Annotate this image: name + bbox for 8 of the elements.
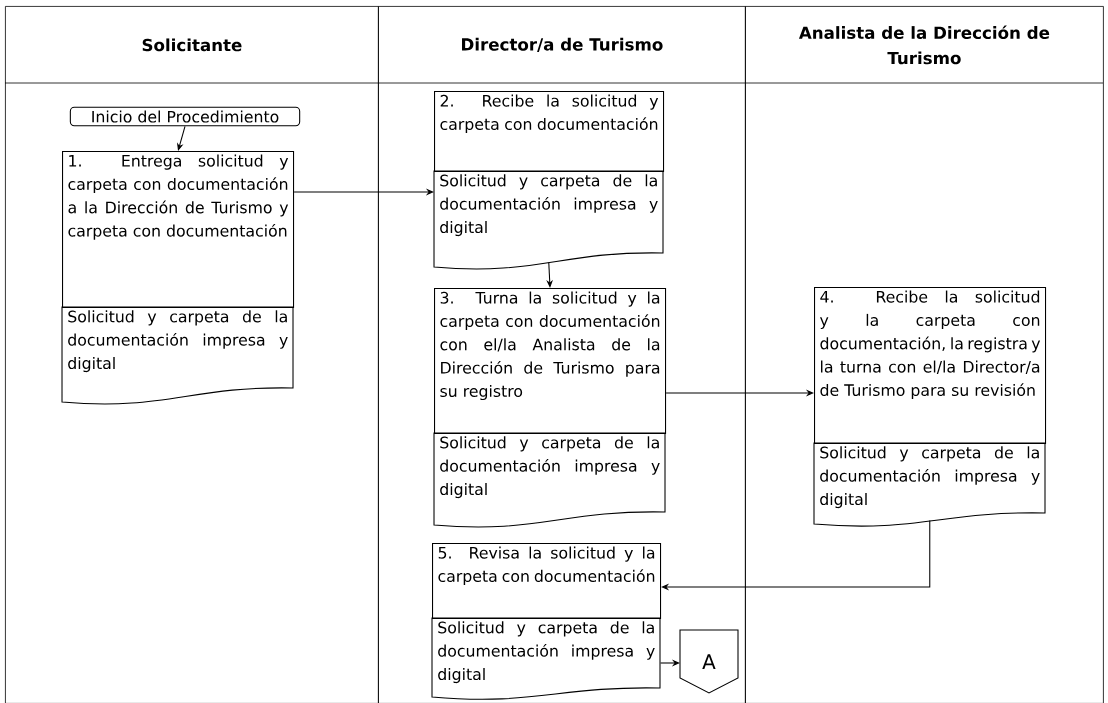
process-box: 5. Revisa la solicitud y la carpeta con documentación	[432, 543, 662, 620]
process-box: 1. Entrega solicitud y carpeta con documentación a la Dirección de Turismo y carpeta con documentación	[62, 151, 295, 309]
arrow	[661, 520, 931, 591]
process-box: 3. Turna la solicitud y la carpeta con documentación con el/la Analista de la Dirección de Turismo para su registro	[434, 288, 667, 435]
start-terminator: Inicio del Procedimiento	[69, 106, 301, 127]
process-box: 2. Recibe la solicitud y carpeta con documentación	[434, 91, 665, 173]
process-box: 4. Recibe la solicitud y la carpeta con documentación, la registra y la turna con el/la Director/a de Turismo para su revisión	[814, 287, 1047, 445]
off-page-connector: A	[679, 629, 739, 694]
